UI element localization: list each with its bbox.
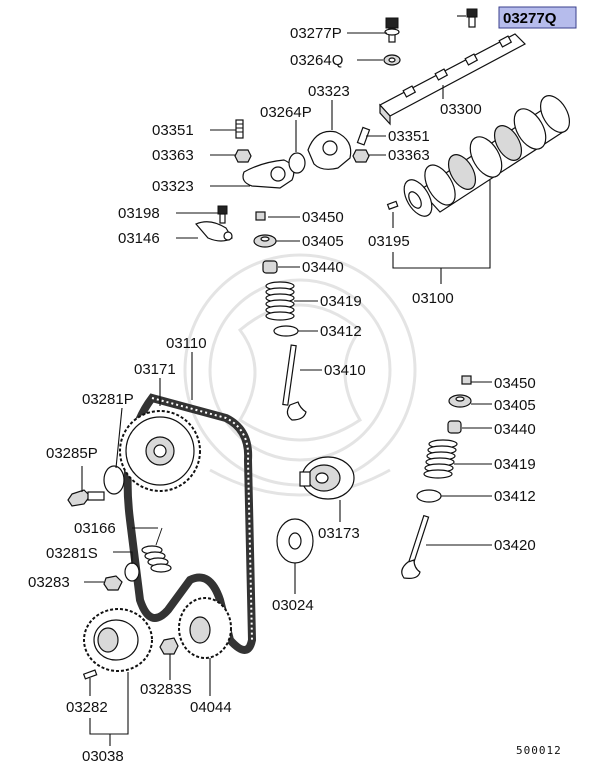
seat-03412-right[interactable] xyxy=(416,489,442,503)
spring-03419-right[interactable] xyxy=(423,439,458,479)
washer-03264P[interactable] xyxy=(288,152,306,174)
label-03110[interactable]: 03110 xyxy=(166,335,207,352)
label-03171[interactable]: 03171 xyxy=(134,361,176,378)
spring-03166[interactable] xyxy=(141,527,172,573)
spring-03419[interactable] xyxy=(265,281,295,321)
label-03277P[interactable]: 03277P xyxy=(290,25,342,42)
washer-03264Q[interactable] xyxy=(383,54,401,66)
label-03195[interactable]: 03195 xyxy=(368,233,410,250)
washer-03281P[interactable] xyxy=(103,465,125,495)
label-03100[interactable]: 03100 xyxy=(412,290,454,307)
label-03351-left[interactable]: 03351 xyxy=(152,122,194,139)
leader-lines xyxy=(81,15,492,746)
rocker-shaft[interactable] xyxy=(379,33,526,126)
label-03281P[interactable]: 03281P xyxy=(82,391,134,408)
label-03410[interactable]: 03410 xyxy=(324,362,366,379)
valve-03410[interactable] xyxy=(282,344,307,421)
label-03440-right[interactable]: 03440 xyxy=(494,421,536,438)
labels: 03277Q 03277P 03264Q 03323 03264P 03300 … xyxy=(28,6,577,765)
bolt-03277P[interactable] xyxy=(384,17,400,43)
rocker-arm-left[interactable] xyxy=(242,159,295,189)
rocker-arm-top[interactable] xyxy=(307,130,352,170)
diagram-code: 500012 xyxy=(516,744,562,757)
retainer-03405-right[interactable] xyxy=(448,394,472,408)
cam-sprocket[interactable] xyxy=(119,410,201,492)
label-03173[interactable]: 03173 xyxy=(318,525,360,542)
bolt-03277Q[interactable] xyxy=(466,8,478,28)
label-03285P[interactable]: 03285P xyxy=(46,445,98,462)
pin-03195[interactable] xyxy=(386,200,399,210)
nut-right[interactable] xyxy=(352,149,370,163)
retainer-03405[interactable] xyxy=(253,234,277,248)
label-03283S[interactable]: 03283S xyxy=(140,681,192,698)
label-03323-top[interactable]: 03323 xyxy=(308,83,350,100)
label-03363-right[interactable]: 03363 xyxy=(388,147,430,164)
label-03412-right[interactable]: 03412 xyxy=(494,488,536,505)
label-03419-right[interactable]: 03419 xyxy=(494,456,536,473)
label-03281S[interactable]: 03281S xyxy=(46,545,98,562)
label-03283[interactable]: 03283 xyxy=(28,574,70,591)
label-03323-left[interactable]: 03323 xyxy=(152,178,194,195)
label-03300[interactable]: 03300 xyxy=(440,101,482,118)
label-03038[interactable]: 03038 xyxy=(82,748,124,765)
label-03146[interactable]: 03146 xyxy=(118,230,160,247)
seal-03440-right[interactable] xyxy=(447,420,462,434)
tensioner-pulley-03173[interactable] xyxy=(299,456,355,500)
label-03264Q[interactable]: 03264Q xyxy=(290,52,343,69)
label-03450-top[interactable]: 03450 xyxy=(302,209,344,226)
label-03277Q[interactable]: 03277Q xyxy=(503,10,557,27)
washer-03024[interactable] xyxy=(276,518,314,564)
bolt-03285P[interactable] xyxy=(67,489,105,507)
label-03450-right[interactable]: 03450 xyxy=(494,375,536,392)
bolt-03198[interactable] xyxy=(217,205,228,224)
seat-03412[interactable] xyxy=(273,325,299,337)
nut-left[interactable] xyxy=(234,149,252,163)
valve-cap-03450[interactable] xyxy=(255,211,266,221)
label-03419-top[interactable]: 03419 xyxy=(320,293,362,310)
label-03166[interactable]: 03166 xyxy=(74,520,116,537)
nut-03283[interactable] xyxy=(103,575,123,591)
watermark-emblem xyxy=(183,253,417,497)
label-03405-right[interactable]: 03405 xyxy=(494,397,536,414)
label-03282[interactable]: 03282 xyxy=(66,699,108,716)
adjust-screw-right[interactable] xyxy=(356,126,371,146)
key-03282[interactable] xyxy=(82,669,98,680)
label-03024[interactable]: 03024 xyxy=(272,597,314,614)
label-03351-right[interactable]: 03351 xyxy=(388,128,430,145)
seal-03440[interactable] xyxy=(262,260,278,274)
label-03405-top[interactable]: 03405 xyxy=(302,233,344,250)
washer-03281S[interactable] xyxy=(124,562,140,582)
label-03420[interactable]: 03420 xyxy=(494,537,536,554)
idler-sprocket-04044[interactable] xyxy=(178,597,232,659)
label-03412-top[interactable]: 03412 xyxy=(320,323,362,340)
adjust-screw-left[interactable] xyxy=(235,119,244,139)
valve-03420[interactable] xyxy=(401,514,430,579)
label-03264P[interactable]: 03264P xyxy=(260,104,312,121)
bracket-03146[interactable] xyxy=(195,221,233,242)
label-03198[interactable]: 03198 xyxy=(118,205,160,222)
label-04044[interactable]: 04044 xyxy=(190,699,232,716)
label-03440-top[interactable]: 03440 xyxy=(302,259,344,276)
highlight-box xyxy=(498,6,577,29)
crank-sprocket-03038[interactable] xyxy=(83,608,153,672)
valve-cap-03450-right[interactable] xyxy=(461,375,472,385)
label-03363-left[interactable]: 03363 xyxy=(152,147,194,164)
camshaft[interactable] xyxy=(398,91,575,221)
nut-03283S[interactable] xyxy=(159,637,179,655)
